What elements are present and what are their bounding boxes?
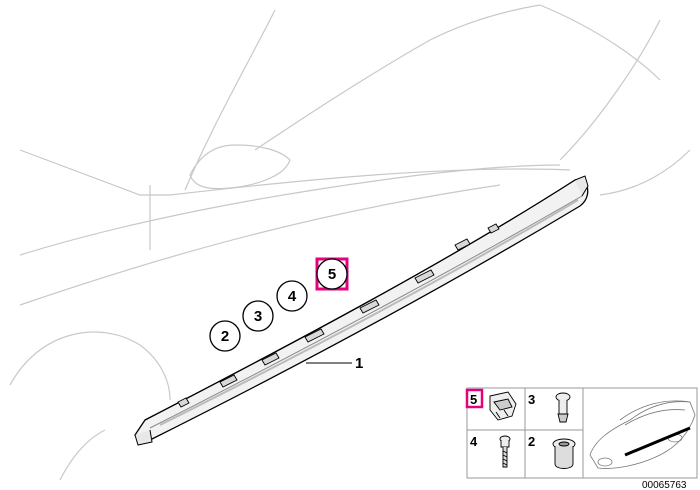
sill-mount-tabs bbox=[177, 223, 500, 408]
callout-label: 5 bbox=[328, 266, 336, 283]
mount-tab bbox=[487, 223, 500, 234]
clip-part-icon bbox=[489, 391, 517, 421]
legend-item-3[interactable]: 3 bbox=[528, 392, 571, 423]
sill-location-marker bbox=[624, 426, 691, 457]
screw-icon bbox=[499, 435, 511, 468]
roof-line bbox=[539, 4, 661, 81]
legend-label: 5 bbox=[470, 392, 477, 407]
sill-top-edge bbox=[144, 179, 576, 421]
legend-label: 4 bbox=[470, 434, 478, 449]
callout-4[interactable]: 4 bbox=[276, 280, 308, 312]
legend-item-5[interactable]: 5 bbox=[465, 388, 517, 421]
callout-3[interactable]: 3 bbox=[242, 300, 274, 332]
sill-rear-end bbox=[574, 175, 589, 197]
front-wheel-arch bbox=[9, 331, 171, 401]
sill-shade-line bbox=[159, 199, 579, 426]
callout-label: 1 bbox=[355, 355, 363, 372]
mount-tab bbox=[219, 374, 238, 388]
car-roof bbox=[619, 400, 691, 421]
car-window bbox=[624, 409, 686, 426]
callout-label: 2 bbox=[221, 328, 229, 345]
car-wheel-front bbox=[597, 457, 613, 467]
mount-tab bbox=[177, 397, 190, 408]
rear-door-line bbox=[559, 19, 661, 161]
mount-tab bbox=[414, 269, 435, 284]
sill-lower-edge bbox=[149, 195, 583, 429]
legend-highlight-box bbox=[465, 388, 484, 409]
mount-tab bbox=[304, 328, 325, 343]
callout-5-highlighted[interactable]: 5 bbox=[315, 257, 349, 291]
legend-item-4[interactable]: 4 bbox=[470, 434, 511, 468]
car-body-outline bbox=[9, 4, 691, 481]
front-bumper-line bbox=[59, 429, 106, 481]
legend-item-2[interactable]: 2 bbox=[528, 434, 576, 469]
callout-1[interactable]: 1 bbox=[306, 355, 363, 372]
sill-front-end bbox=[134, 429, 153, 446]
car-silhouette bbox=[589, 401, 696, 469]
body-crease-line bbox=[19, 164, 561, 256]
callout-2[interactable]: 2 bbox=[209, 320, 241, 352]
a-pillar-line bbox=[254, 4, 541, 151]
callout-label: 4 bbox=[288, 288, 297, 305]
side-sill-panel bbox=[133, 175, 589, 446]
mount-tab bbox=[261, 352, 280, 366]
legend-label: 2 bbox=[528, 434, 535, 449]
rear-quarter-line bbox=[599, 149, 691, 196]
legend-label: 3 bbox=[528, 392, 535, 407]
windshield-line bbox=[184, 9, 276, 191]
document-number: 00065763 bbox=[642, 480, 687, 490]
mount-tab bbox=[359, 299, 380, 314]
callout-circle bbox=[276, 280, 308, 312]
callout-circle bbox=[209, 320, 241, 352]
mount-tab bbox=[454, 238, 471, 251]
parts-legend-panel: 5 3 4 bbox=[465, 387, 698, 479]
vehicle-location-thumbnail bbox=[589, 400, 696, 469]
callout-label: 3 bbox=[254, 308, 262, 325]
belt-line bbox=[19, 149, 571, 196]
mirror-outline bbox=[189, 144, 291, 190]
callout-circle bbox=[316, 258, 348, 290]
callout-circle bbox=[242, 300, 274, 332]
push-rivet-icon bbox=[555, 392, 571, 423]
expanding-nut-icon bbox=[552, 438, 576, 469]
lower-body-line bbox=[19, 184, 501, 306]
